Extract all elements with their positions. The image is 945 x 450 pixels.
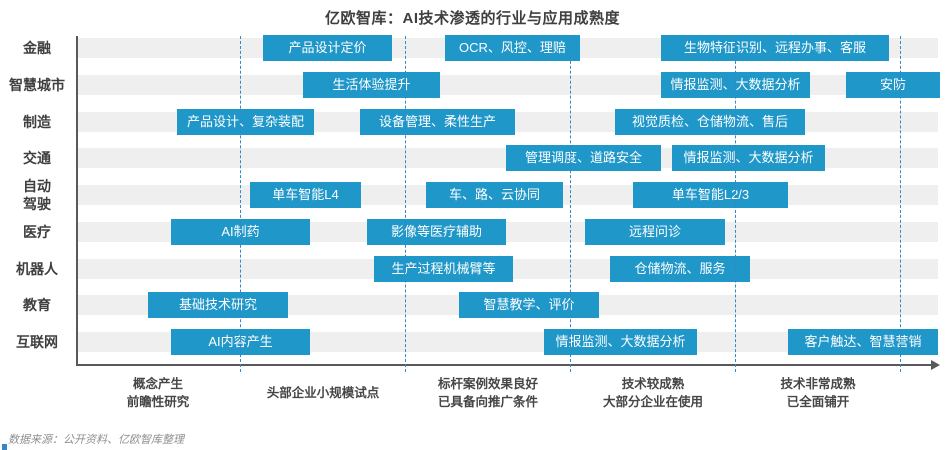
x-axis-arrow-icon <box>931 360 940 370</box>
application-box: 情报监测、大数据分析 <box>544 329 697 355</box>
x-axis-line <box>76 364 932 366</box>
industry-label: 教育 <box>23 296 51 313</box>
chart-title: 亿欧智库：AI技术渗透的行业与应用成熟度 <box>324 10 620 27</box>
application-box: 安防 <box>846 72 940 98</box>
application-box: 单车智能L4 <box>250 182 361 208</box>
stage-divider-line <box>570 36 571 372</box>
stage-divider-line <box>735 36 736 372</box>
stage-label: 概念产生 前瞻性研究 <box>126 376 190 409</box>
industry-label: 交通 <box>23 149 51 166</box>
application-box: 视觉质检、仓储物流、售后 <box>615 109 805 135</box>
application-box: 生活体验提升 <box>303 72 440 98</box>
application-box: 情报监测、大数据分析 <box>672 145 825 171</box>
application-box: 单车智能L2/3 <box>633 182 788 208</box>
application-box: 仓储物流、服务 <box>610 256 750 282</box>
application-box: 管理调度、道路安全 <box>506 145 661 171</box>
y-axis-line <box>76 36 78 366</box>
industry-label: 智慧城市 <box>9 76 65 93</box>
corner-accent-mark <box>2 444 7 450</box>
stage-label: 头部企业小规模试点 <box>266 385 380 400</box>
stage-label: 技术较成熟 大部分企业在使用 <box>602 376 703 409</box>
stage-divider-line <box>900 36 901 372</box>
application-box: 智慧教学、评价 <box>459 292 599 318</box>
application-box: OCR、风控、理赔 <box>445 35 580 61</box>
industry-label: 医疗 <box>23 223 51 240</box>
application-box: 生产过程机械臂等 <box>374 256 513 282</box>
application-box: 远程问诊 <box>585 219 725 245</box>
application-box: 客户触达、智慧营销 <box>788 329 938 355</box>
application-box: 生物特征识别、远程办事、客服 <box>661 35 889 61</box>
application-box: 产品设计、复杂装配 <box>177 109 314 135</box>
stage-label: 技术非常成熟 已全面铺开 <box>780 376 856 409</box>
application-box: 车、路、云协同 <box>426 182 563 208</box>
stage-divider-line <box>405 36 406 372</box>
application-box: 影像等医疗辅助 <box>367 219 506 245</box>
stage-label: 标杆案例效果良好 已具备向推广条件 <box>437 376 538 409</box>
industry-label: 金融 <box>23 39 51 56</box>
stage-divider-line <box>240 36 241 372</box>
industry-label: 自动 驾驶 <box>23 177 51 212</box>
application-box: 基础技术研究 <box>148 292 288 318</box>
industry-label: 制造 <box>23 113 51 130</box>
industry-label: 机器人 <box>16 260 58 277</box>
application-box: 产品设计定价 <box>263 35 392 61</box>
industry-label: 互联网 <box>16 333 58 350</box>
source-note: 数据来源：公开资料、亿欧智库整理 <box>8 434 184 446</box>
application-box: 设备管理、柔性生产 <box>360 109 515 135</box>
